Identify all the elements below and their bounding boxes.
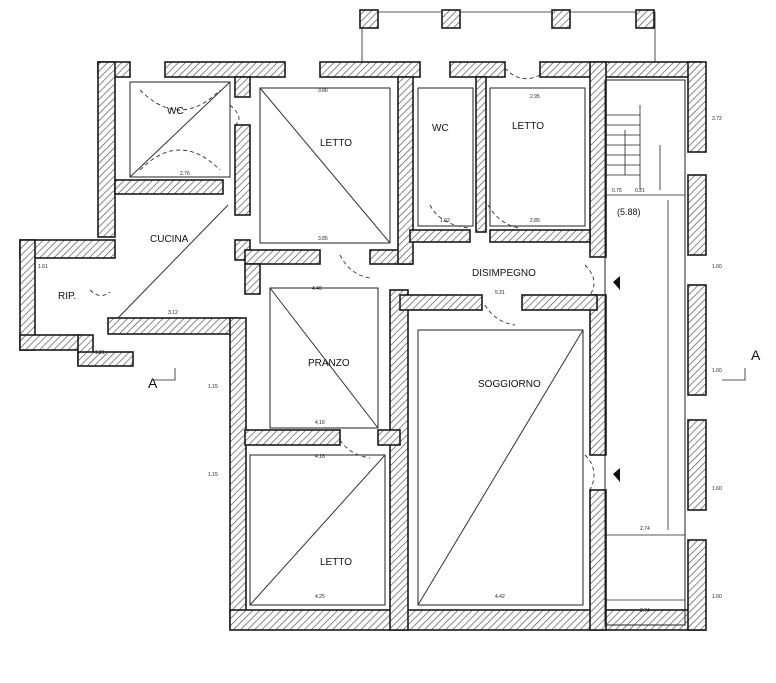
svg-text:2.74: 2.74 bbox=[640, 526, 650, 532]
svg-text:0.75: 0.75 bbox=[612, 188, 622, 194]
svg-text:1.60: 1.60 bbox=[712, 368, 722, 374]
svg-text:1.15: 1.15 bbox=[208, 472, 218, 478]
room-label-letto-2: LETTO bbox=[512, 121, 544, 132]
svg-text:1.60: 1.60 bbox=[712, 264, 722, 270]
svg-text:4.16: 4.16 bbox=[315, 454, 325, 460]
stairs bbox=[605, 105, 685, 601]
svg-text:4.16: 4.16 bbox=[315, 420, 325, 426]
svg-text:4.40: 4.40 bbox=[312, 286, 322, 292]
room-label-letto-3: LETTO bbox=[320, 557, 352, 568]
svg-text:3.12: 3.12 bbox=[168, 310, 178, 316]
room-label-wc-1: WC bbox=[167, 106, 184, 117]
dimension-marks: 2.76 3.86 3.85 1.02 2.85 2.95 4.40 4.16 … bbox=[38, 88, 722, 614]
room-label-letto-1: LETTO bbox=[320, 138, 352, 149]
room-label-pranzo: PRANZO bbox=[308, 358, 350, 369]
svg-text:4.42: 4.42 bbox=[495, 594, 505, 600]
door-swings bbox=[89, 67, 595, 491]
room-outlines bbox=[129, 79, 686, 626]
svg-text:2.85: 2.85 bbox=[530, 218, 540, 224]
outer-walls bbox=[19, 61, 707, 631]
room-label-soggiorno: SOGGIORNO bbox=[478, 379, 541, 390]
interior-walls bbox=[114, 76, 598, 631]
room-label-wc-2: WC bbox=[432, 123, 449, 134]
room-label-disimpegno: DISIMPEGNO bbox=[472, 268, 536, 279]
svg-text:1.15: 1.15 bbox=[208, 384, 218, 390]
svg-text:5.31: 5.31 bbox=[495, 290, 505, 296]
svg-text:3.72: 3.72 bbox=[712, 116, 722, 122]
svg-text:3.85: 3.85 bbox=[318, 236, 328, 242]
section-mark-right: A bbox=[751, 347, 761, 363]
room-labels: WC LETTO WC LETTO CUCINA RIP. DISIMPEGNO… bbox=[58, 106, 641, 568]
svg-text:0.21: 0.21 bbox=[635, 188, 645, 194]
balcony bbox=[359, 9, 656, 62]
level-label: (5.88) bbox=[617, 207, 641, 217]
section-arrows bbox=[152, 276, 746, 482]
svg-text:2.95: 2.95 bbox=[530, 94, 540, 100]
room-label-rip: RIP. bbox=[58, 291, 76, 302]
svg-text:3.86: 3.86 bbox=[318, 88, 328, 94]
svg-text:1.21: 1.21 bbox=[95, 350, 105, 356]
svg-text:1.61: 1.61 bbox=[38, 264, 48, 270]
svg-text:1.02: 1.02 bbox=[440, 218, 450, 224]
svg-text:1.60: 1.60 bbox=[712, 594, 722, 600]
svg-text:2.76: 2.76 bbox=[180, 171, 190, 177]
room-label-cucina: CUCINA bbox=[150, 234, 189, 245]
svg-text:4.25: 4.25 bbox=[315, 594, 325, 600]
section-mark-left: A bbox=[148, 375, 158, 391]
svg-text:2.74: 2.74 bbox=[640, 608, 650, 614]
svg-text:1.60: 1.60 bbox=[712, 486, 722, 492]
room-diagonals bbox=[117, 81, 584, 606]
